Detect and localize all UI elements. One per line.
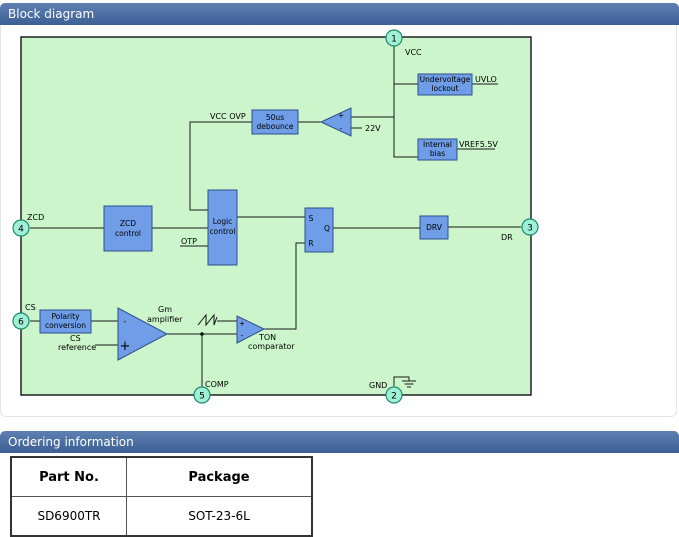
svg-text:control: control bbox=[115, 229, 141, 238]
cs-reference-line2: reference bbox=[58, 343, 96, 352]
svg-text:2: 2 bbox=[391, 392, 397, 402]
vcc-ovp-label: VCC OVP bbox=[210, 112, 246, 121]
sr-flipflop-block: S Q R bbox=[304, 207, 334, 253]
pin-3: 3 bbox=[521, 218, 539, 236]
uvlo-block: Undervoltage lockout bbox=[417, 73, 473, 96]
svg-text:control: control bbox=[210, 227, 236, 236]
polarity-conversion-block: Polarity conversion bbox=[39, 309, 92, 334]
ton-label-line1: TON bbox=[258, 333, 276, 342]
part-no-cell: SD6900TR bbox=[10, 496, 127, 537]
svg-text:+: + bbox=[120, 339, 131, 354]
svg-text:ZCD: ZCD bbox=[120, 219, 136, 228]
svg-text:4: 4 bbox=[18, 225, 24, 235]
gm-amplifier: - + bbox=[117, 307, 169, 361]
block-diagram-title: Block diagram bbox=[8, 7, 95, 21]
internal-bias-block: Internal bias bbox=[417, 138, 458, 161]
zcd-pin-label: ZCD bbox=[27, 213, 44, 222]
svg-text:1: 1 bbox=[391, 35, 397, 45]
comp-pin-label: COMP bbox=[205, 380, 229, 389]
svg-text:R: R bbox=[308, 239, 313, 248]
svg-text:-: - bbox=[124, 317, 127, 326]
pin-2: 2 bbox=[385, 386, 403, 404]
svg-text:-: - bbox=[241, 331, 244, 340]
gm-label-line2: amplifier bbox=[147, 315, 183, 324]
pin-4: 4 bbox=[12, 219, 30, 237]
svg-text:3: 3 bbox=[527, 224, 533, 234]
svg-text:6: 6 bbox=[18, 318, 24, 328]
block-diagram-header: Block diagram bbox=[0, 3, 679, 25]
block-diagram-panel bbox=[0, 25, 677, 417]
cs-reference-line1: CS bbox=[70, 334, 81, 343]
svg-text:S: S bbox=[309, 214, 314, 223]
ton-comparator: + - bbox=[236, 315, 266, 344]
pin-6: 6 bbox=[12, 312, 30, 330]
svg-text:Q: Q bbox=[324, 224, 330, 233]
svg-text:debounce: debounce bbox=[257, 122, 294, 131]
svg-text:5: 5 bbox=[199, 392, 205, 402]
dr-label: DR bbox=[501, 233, 513, 242]
svg-text:bias: bias bbox=[430, 149, 445, 158]
otp-label: OTP bbox=[181, 237, 197, 246]
vcc-label: VCC bbox=[405, 48, 422, 57]
gnd-pin-label: GND bbox=[369, 381, 387, 390]
svg-text:Internal: Internal bbox=[423, 140, 452, 149]
gm-label-line1: Gm bbox=[158, 305, 172, 314]
drv-block: DRV bbox=[419, 215, 449, 240]
package-cell: SOT-23-6L bbox=[126, 496, 313, 537]
ordering-header: Ordering information bbox=[0, 431, 679, 453]
svg-text:DRV: DRV bbox=[426, 223, 443, 232]
22v-label: 22V bbox=[365, 124, 381, 133]
comp-junction-dot bbox=[200, 332, 204, 336]
ovp-comparator: + - bbox=[319, 107, 352, 137]
ordering-header-row: Part No. Package bbox=[10, 456, 313, 497]
pin-1: 1 bbox=[385, 29, 403, 47]
svg-text:50us: 50us bbox=[266, 113, 284, 122]
table-row: SD6900TR SOT-23-6L bbox=[10, 496, 313, 537]
svg-text:lockout: lockout bbox=[431, 84, 458, 93]
zcd-control-block: ZCD control bbox=[103, 205, 153, 252]
block-diagram: .blk { fill:#6f9de8; stroke:#2c4e8a; str… bbox=[12, 29, 539, 404]
sawtooth-icon bbox=[197, 313, 218, 327]
svg-text:+: + bbox=[338, 111, 344, 120]
pin-5: 5 bbox=[193, 386, 211, 404]
vref-label: VREF5.5V bbox=[459, 140, 498, 149]
svg-text:-: - bbox=[340, 124, 343, 133]
package-header: Package bbox=[126, 456, 313, 497]
logic-control-block: Logic control bbox=[207, 189, 238, 266]
svg-text:conversion: conversion bbox=[45, 321, 86, 330]
cs-pin-label: CS bbox=[25, 303, 36, 312]
uvlo-label: UVLO bbox=[475, 75, 497, 84]
part-no-header: Part No. bbox=[10, 456, 127, 497]
svg-text:Undervoltage: Undervoltage bbox=[420, 75, 471, 84]
ordering-title: Ordering information bbox=[8, 435, 134, 449]
svg-text:+: + bbox=[239, 319, 245, 328]
svg-text:Logic: Logic bbox=[213, 217, 233, 226]
ordering-table: Part No. Package SD6900TR SOT-23-6L bbox=[10, 456, 313, 537]
debounce-block: 50us debounce bbox=[251, 109, 299, 135]
ton-label-line2: comparator bbox=[248, 342, 295, 351]
svg-text:Polarity: Polarity bbox=[51, 312, 80, 321]
